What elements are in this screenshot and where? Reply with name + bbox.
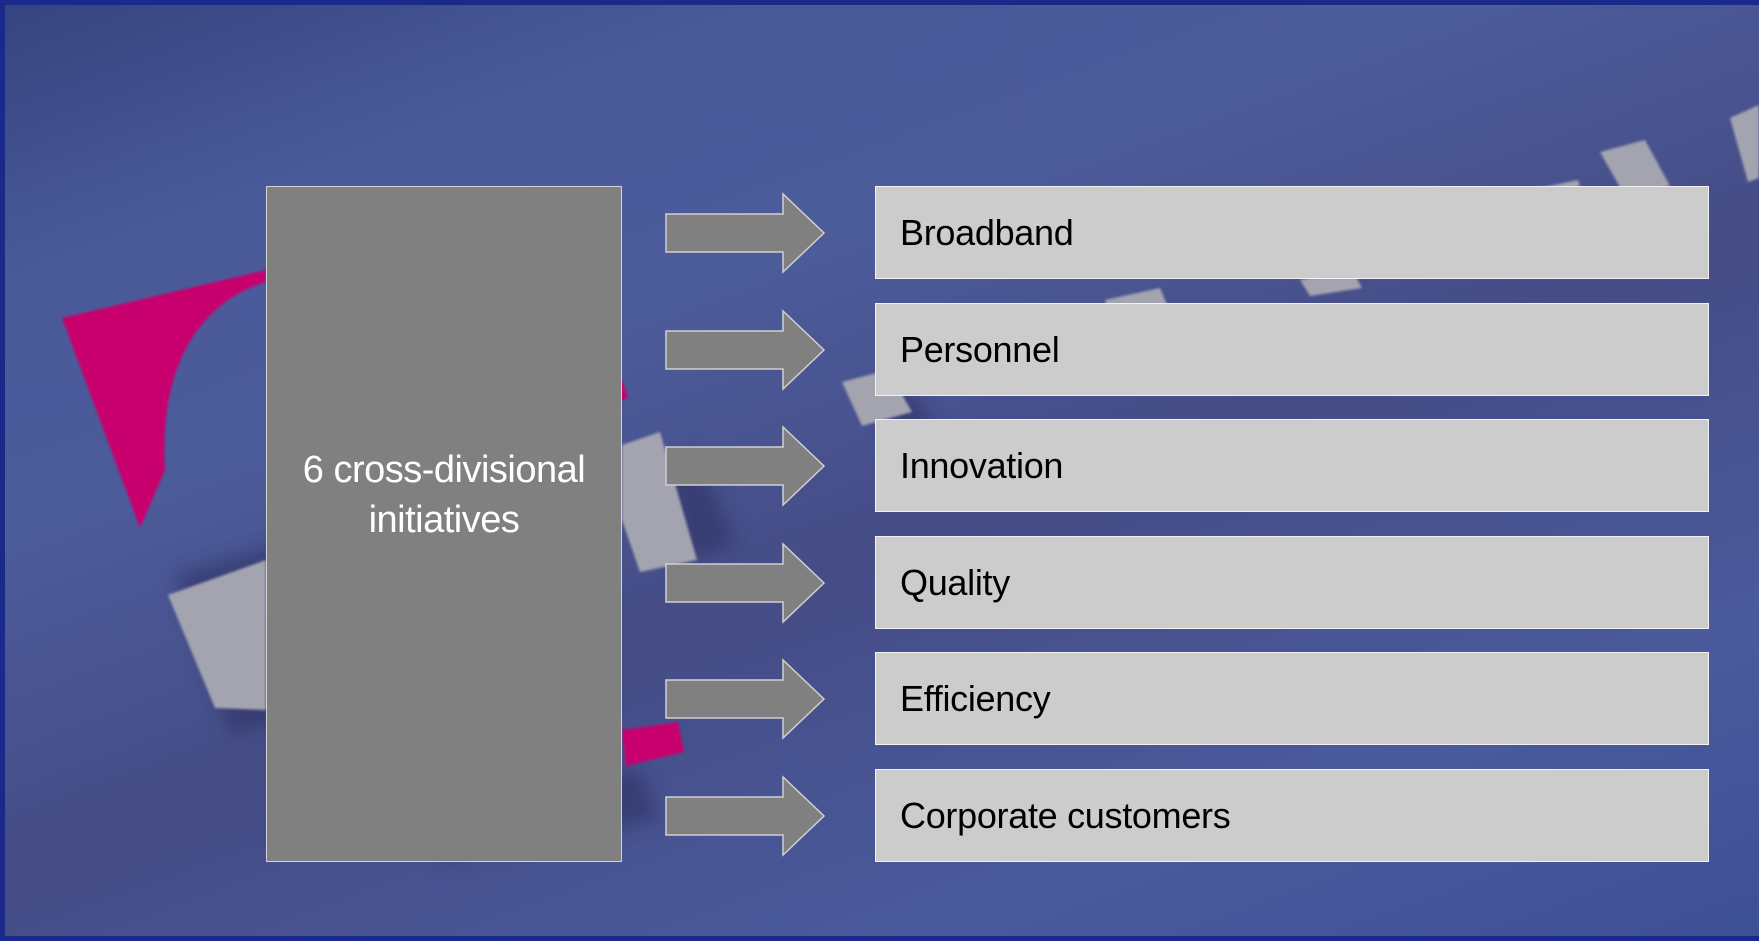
grey-tile-shapes [168,105,1759,710]
initiative-label: Broadband [900,211,1074,253]
arrow-right-icon [665,775,826,857]
initiative-box-quality: Quality [875,536,1709,629]
initiatives-source-box: 6 cross-divisional initiatives [266,186,622,862]
arrow-right-icon [665,658,826,740]
arrow-right-icon [665,192,826,274]
initiative-box-efficiency: Efficiency [875,652,1709,745]
initiative-label: Innovation [900,444,1064,486]
arrow-right-icon [665,542,826,624]
initiative-box-personnel: Personnel [875,303,1709,396]
initiative-label: Efficiency [900,677,1051,719]
initiative-box-innovation: Innovation [875,419,1709,512]
arrow-right-icon [665,425,826,507]
initiative-label: Quality [900,561,1010,603]
source-label: 6 cross-divisional initiatives [302,449,586,541]
initiative-label: Personnel [900,328,1060,370]
initiative-box-broadband: Broadband [875,186,1709,279]
initiative-box-corporate-customers: Corporate customers [875,769,1709,862]
initiative-label: Corporate customers [900,794,1231,836]
arrow-right-icon [665,309,826,391]
